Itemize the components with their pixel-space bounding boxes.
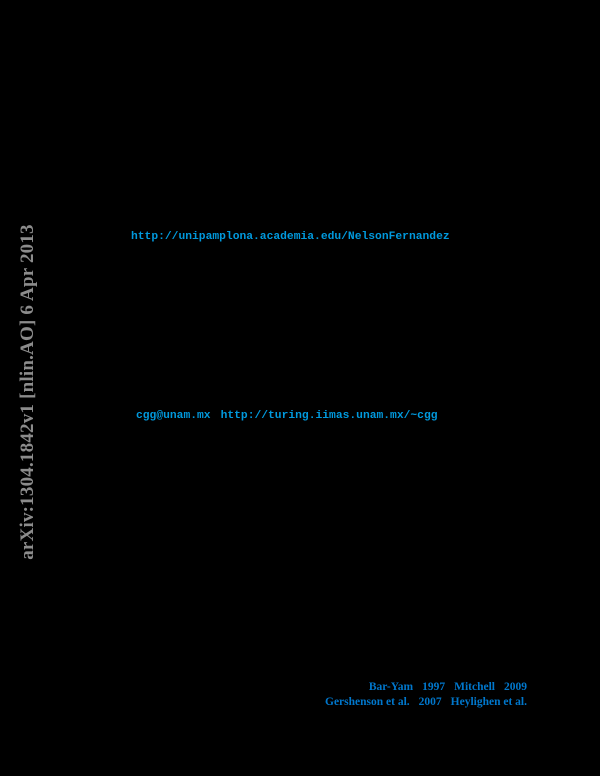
citation-year-2007[interactable]: 2007 bbox=[418, 695, 442, 708]
citation-gershenson[interactable]: Gershenson et al. bbox=[325, 695, 410, 708]
citation-line-1: Bar-Yam 1997 Mitchell 2009 bbox=[325, 680, 527, 695]
email-link[interactable]: cgg@unam.mx bbox=[136, 410, 211, 422]
citation-links: Bar-Yam 1997 Mitchell 2009 Gershenson et al… bbox=[325, 680, 527, 709]
citation-bar-yam[interactable]: Bar-Yam bbox=[368, 681, 414, 693]
citation-heylighen[interactable]: Heylighen et al. bbox=[450, 695, 527, 708]
homepage-link[interactable]: http://turing.iimas.unam.mx/~cgg bbox=[220, 410, 438, 422]
author-page-link[interactable]: http://unipamplona.academia.edu/NelsonFe… bbox=[131, 231, 450, 243]
citation-year-2009[interactable]: 2009 bbox=[504, 681, 527, 693]
citation-mitchell[interactable]: Mitchell bbox=[454, 681, 495, 693]
citation-line-2: Gershenson et al. 2007 Heylighen et al. bbox=[325, 695, 527, 710]
contact-line: cgg@unam.mx http://turing.iimas.unam.mx/~… bbox=[136, 405, 438, 423]
arxiv-stamp: arXiv:1304.1842v1 [nlin.AO] 6 Apr 2013 bbox=[17, 224, 38, 560]
citation-year-1997[interactable]: 1997 bbox=[422, 681, 446, 693]
